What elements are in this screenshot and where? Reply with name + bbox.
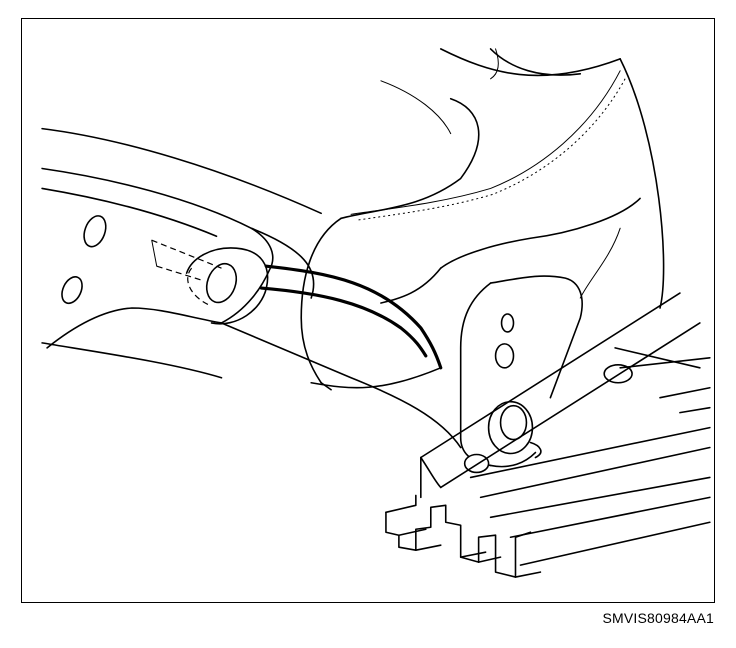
wiring-harness [259, 264, 443, 370]
riser-hole-upper [500, 313, 515, 333]
seat-cushion [300, 48, 665, 384]
harness-grommet-hole [205, 262, 238, 304]
seat-lower-frame [41, 322, 462, 449]
seat-frame-bracket [41, 127, 322, 349]
mounting-bolt-head [487, 400, 534, 455]
rail-stopper [603, 364, 633, 384]
figure-code: SMVIS80984AA1 [602, 610, 714, 626]
seat-rail-wiring-illustration [41, 48, 711, 578]
seat-track-rails [385, 292, 711, 578]
frame-hole-upper [83, 215, 107, 248]
riser-hole-lower [494, 343, 515, 369]
illustration-frame [21, 18, 715, 603]
rail-end-profile [385, 504, 532, 578]
mounting-bolt-center [499, 404, 528, 441]
frame-hole-lower [61, 276, 83, 305]
seat-riser-bracket [459, 275, 583, 474]
